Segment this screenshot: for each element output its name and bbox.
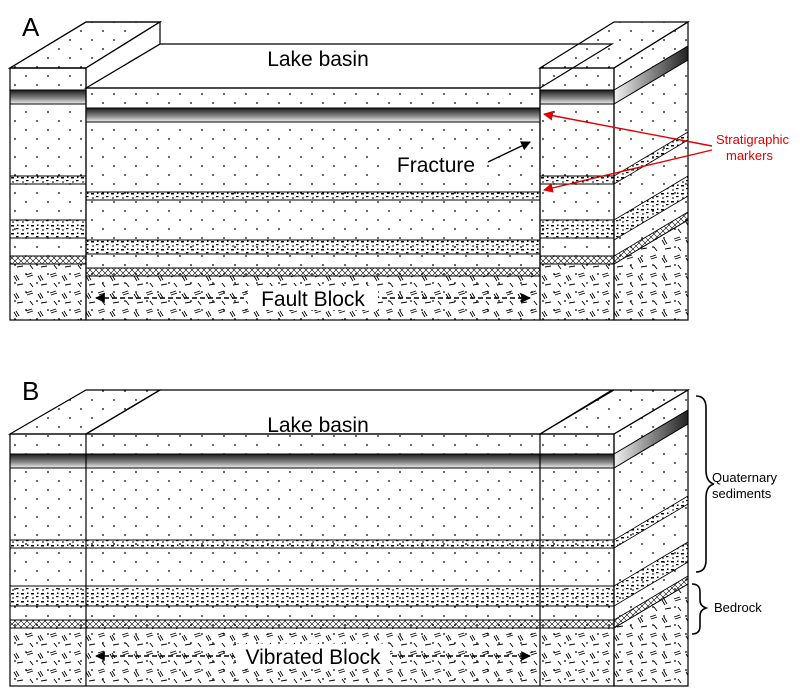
- panel-b-letter: B: [22, 376, 39, 406]
- vibrated-block-label: Vibrated Block: [245, 646, 381, 669]
- fault-block-annotation: Fault Block: [95, 286, 531, 311]
- left-pillar-front: [9, 67, 87, 321]
- quaternary-label-line2: sediments: [712, 486, 772, 501]
- fault-block: [85, 87, 541, 321]
- marker-arrow-upper: [543, 110, 713, 147]
- stratigraphic-markers-annotation: Stratigraphic markers: [543, 110, 789, 193]
- stratigraphic-label-line2: markers: [726, 148, 773, 163]
- panel-a: A: [7, 12, 789, 321]
- quaternary-bracket: Quaternary sediments: [695, 395, 778, 573]
- right-side-face-b: [613, 388, 689, 687]
- fault-block-label: Fault Block: [261, 288, 365, 311]
- fracture-label: Fracture: [397, 154, 475, 177]
- right-side-face: [613, 20, 689, 321]
- fracture-annotation: Fracture: [388, 141, 531, 178]
- panel-b: B: [7, 376, 778, 687]
- vibrated-block-annotation: Vibrated Block: [95, 644, 531, 669]
- quaternary-label-line1: Quaternary: [712, 470, 778, 485]
- stratigraphic-label-line1: Stratigraphic: [716, 132, 789, 147]
- bedrock-label: Bedrock: [714, 600, 762, 615]
- lake-basin-label-b: Lake basin: [267, 414, 369, 437]
- panel-a-letter: A: [22, 12, 40, 42]
- bedrock-bracket: Bedrock: [691, 583, 762, 635]
- lake-basin-label-a: Lake basin: [267, 48, 369, 71]
- fracture-arrow: [487, 141, 531, 163]
- marker-arrow-lower: [543, 149, 713, 193]
- right-pillar-front: [539, 67, 615, 321]
